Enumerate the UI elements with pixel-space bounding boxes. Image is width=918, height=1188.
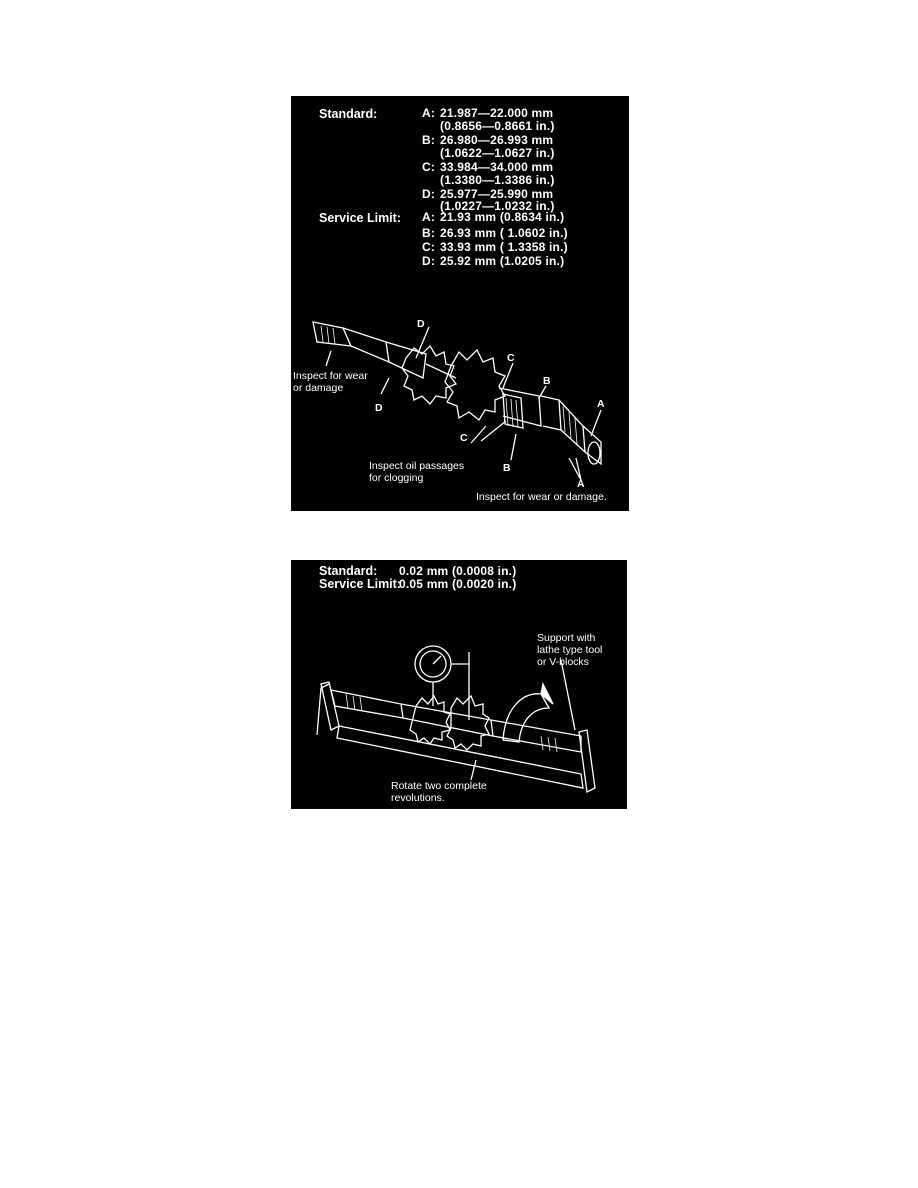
callout-a-bottom: A	[577, 478, 585, 490]
standard-label-2: Standard:	[319, 564, 378, 578]
limit-d-value: 25.92 mm (1.0205 in.)	[440, 254, 565, 268]
note-wear-right: Inspect for wear or damage.	[476, 491, 607, 503]
limit-b-letter: B:	[422, 226, 436, 240]
standard-c-in: (1.3380—1.3386 in.)	[440, 173, 555, 187]
note-support-2: lathe type tool	[537, 644, 603, 656]
callout-a-top: A	[597, 398, 605, 410]
limit-c-letter: C:	[422, 240, 436, 254]
limit-a-value: 21.93 mm (0.8634 in.)	[440, 210, 565, 224]
limit-c-value: 33.93 mm ( 1.3358 in.)	[440, 240, 568, 254]
note-oil-1: Inspect oil passages	[369, 460, 465, 472]
callout-d-top: D	[417, 318, 425, 330]
standard-value-2: 0.02 mm (0.0008 in.)	[399, 564, 517, 578]
standard-b-mm: 26.980—26.993 mm	[440, 133, 554, 147]
note-rotate-1: Rotate two complete	[391, 780, 487, 792]
standard-a-letter: A:	[422, 106, 436, 120]
note-rotate-2: revolutions.	[391, 792, 445, 804]
note-support-3: or V-blocks	[537, 656, 589, 668]
standard-a-in: (0.8656—0.8661 in.)	[440, 119, 555, 133]
callout-b-top: B	[543, 375, 551, 387]
note-wear-left-2: or damage	[293, 382, 344, 394]
standard-b-letter: B:	[422, 133, 436, 147]
standard-d-in: (1.0227—1.0232 in.)	[440, 199, 555, 213]
callout-c-bottom: C	[460, 432, 468, 444]
standard-c-letter: C:	[422, 160, 436, 174]
note-support-1: Support with	[537, 632, 596, 644]
callout-b-bottom: B	[503, 462, 511, 474]
callout-d-bottom: D	[375, 402, 383, 414]
standard-b-in: (1.0622—1.0627 in.)	[440, 146, 555, 160]
limit-b-value: 26.93 mm ( 1.0602 in.)	[440, 226, 568, 240]
limit-a-letter: A:	[422, 210, 436, 224]
standard-d-letter: D:	[422, 187, 436, 201]
standard-a-mm: 21.987—22.000 mm	[440, 106, 554, 120]
service-limit-label: Service Limit:	[319, 211, 401, 225]
runout-illustration	[316, 645, 596, 793]
limit-d-letter: D:	[422, 254, 436, 268]
mainshaft-illustration	[312, 321, 602, 481]
standard-d-mm: 25.977—25.990 mm	[440, 187, 554, 201]
note-oil-2: for clogging	[369, 472, 424, 484]
service-limit-label-2: Service Limit:	[319, 577, 401, 591]
standard-c-mm: 33.984—34.000 mm	[440, 160, 554, 174]
standard-label: Standard:	[319, 107, 378, 121]
callout-c-top: C	[507, 352, 515, 364]
runout-measurement-figure: Standard: 0.02 mm (0.0008 in.) Service L…	[291, 560, 627, 809]
note-wear-left-1: Inspect for wear	[293, 370, 368, 382]
service-limit-value-2: 0.05 mm (0.0020 in.)	[399, 577, 517, 591]
mainshaft-measurement-figure: Standard: A: 21.987—22.000 mm (0.8656—0.…	[291, 96, 629, 511]
